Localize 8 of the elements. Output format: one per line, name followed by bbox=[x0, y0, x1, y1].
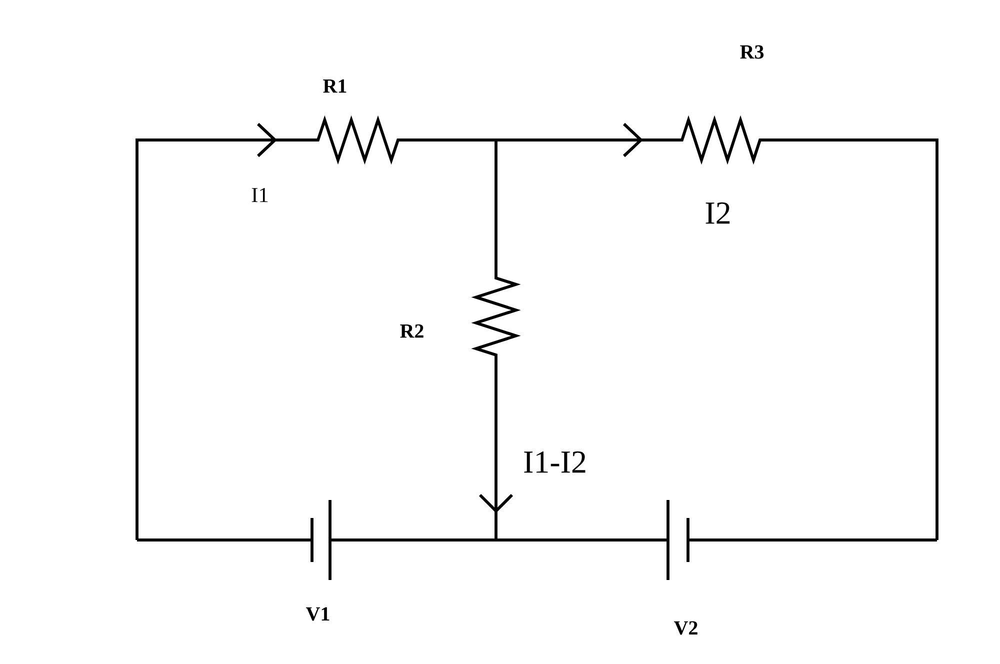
current-label: I1 bbox=[252, 188, 268, 202]
battery-label: V1 bbox=[306, 607, 330, 621]
resistor-label: R2 bbox=[400, 324, 424, 338]
resistor-label: R1 bbox=[323, 79, 346, 93]
resistor-label: R3 bbox=[740, 45, 764, 59]
battery-label: V2 bbox=[674, 621, 698, 635]
current-label: I1-I2 bbox=[524, 451, 586, 473]
current-label: I2 bbox=[706, 202, 730, 224]
